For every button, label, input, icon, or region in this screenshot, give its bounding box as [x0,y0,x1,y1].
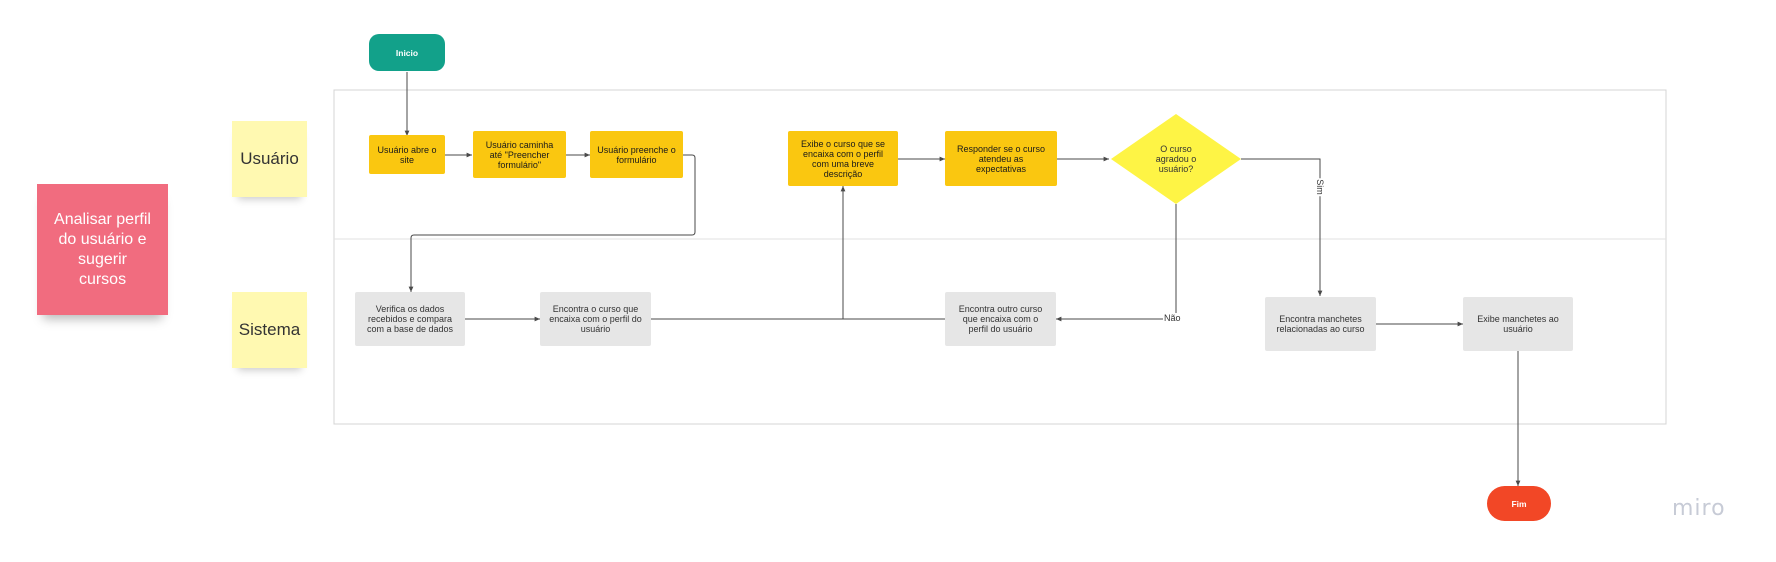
step-user-opens-site[interactable]: Usuário abre o site [369,135,445,174]
decision-label-wrap: O curso agradou o usuário? [1111,114,1241,204]
step-answer-expectations[interactable]: Responder se o curso atendeu as expectat… [945,131,1057,186]
edge-decision-no-to-find-other [1056,204,1177,322]
step-system-finds-other-course[interactable]: Encontra outro curso que encaixa com o p… [945,292,1056,346]
step-user-goes-to-form[interactable]: Usuário caminha até "Preencher formulári… [473,131,566,178]
lane-label-system[interactable]: Sistema [232,292,307,368]
swimlane-frame [333,89,1667,425]
edge-find-course-to-show-course [651,186,846,320]
edge-fill-form-to-check-data [408,154,696,292]
step-show-course[interactable]: Exibe o curso que se encaixa com o perfi… [788,131,898,186]
step-user-fills-form[interactable]: Usuário preenche o formulário [590,131,683,178]
decision-diamond[interactable] [1111,114,1241,204]
lane-label-user[interactable]: Usuário [232,121,307,197]
step-system-checks-data[interactable]: Verifica os dados recebidos e compara co… [355,292,465,346]
end-terminal[interactable]: Fim [1487,486,1551,521]
miro-logo: miro [1672,496,1726,521]
decision-label: O curso agradou o usuário? [1155,144,1197,174]
title-sticky-note[interactable]: Analisar perfil do usuário e sugerir cur… [37,184,168,315]
edge-decision-yes-to-find-headlines [1241,158,1323,296]
edge-label-no: Não [1163,313,1182,323]
step-system-shows-headlines[interactable]: Exibe manchetes ao usuário [1463,297,1573,351]
step-system-finds-course[interactable]: Encontra o curso que encaixa com o perfi… [540,292,651,346]
start-terminal[interactable]: Inicio [369,34,445,71]
step-system-finds-headlines[interactable]: Encontra manchetes relacionadas ao curso [1265,297,1376,351]
edge-label-yes: Sim [1314,178,1325,196]
